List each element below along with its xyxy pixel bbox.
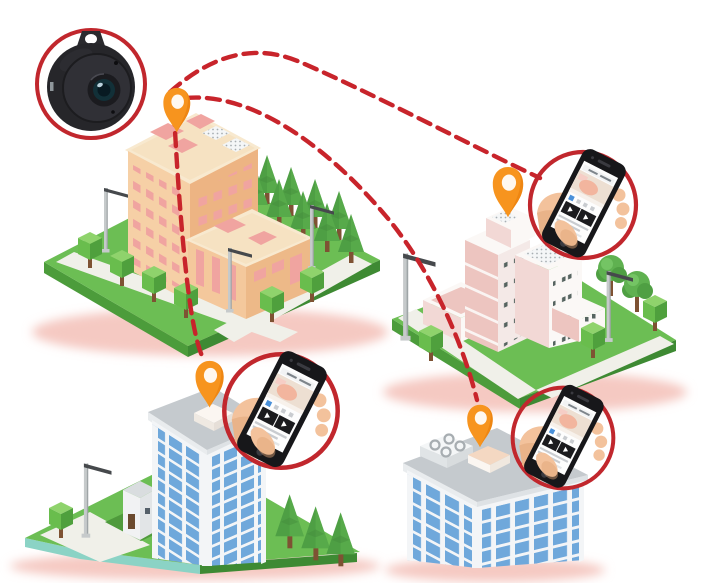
camera-badge xyxy=(35,28,147,140)
connection-dash-to-phone-1 xyxy=(167,50,543,181)
roof-ac-unit xyxy=(420,433,473,468)
connection-dash-to-phone-2 xyxy=(171,109,206,361)
walkway xyxy=(536,336,674,398)
location-pin-icon xyxy=(492,166,524,218)
phone-badge-1 xyxy=(530,146,636,260)
small-annex-building xyxy=(123,481,156,540)
ground-shadow xyxy=(385,558,605,582)
scene-orange-office-block xyxy=(32,113,388,357)
tower-complex xyxy=(423,207,605,352)
mini-wifi-camera-icon xyxy=(47,31,135,131)
roof-equipment xyxy=(150,114,250,153)
scene-pink-white-tower-complex xyxy=(383,207,687,412)
phone-badge-2 xyxy=(224,348,337,470)
roof-pedestal xyxy=(468,446,510,473)
connection-dash-to-phone-3 xyxy=(183,95,480,403)
